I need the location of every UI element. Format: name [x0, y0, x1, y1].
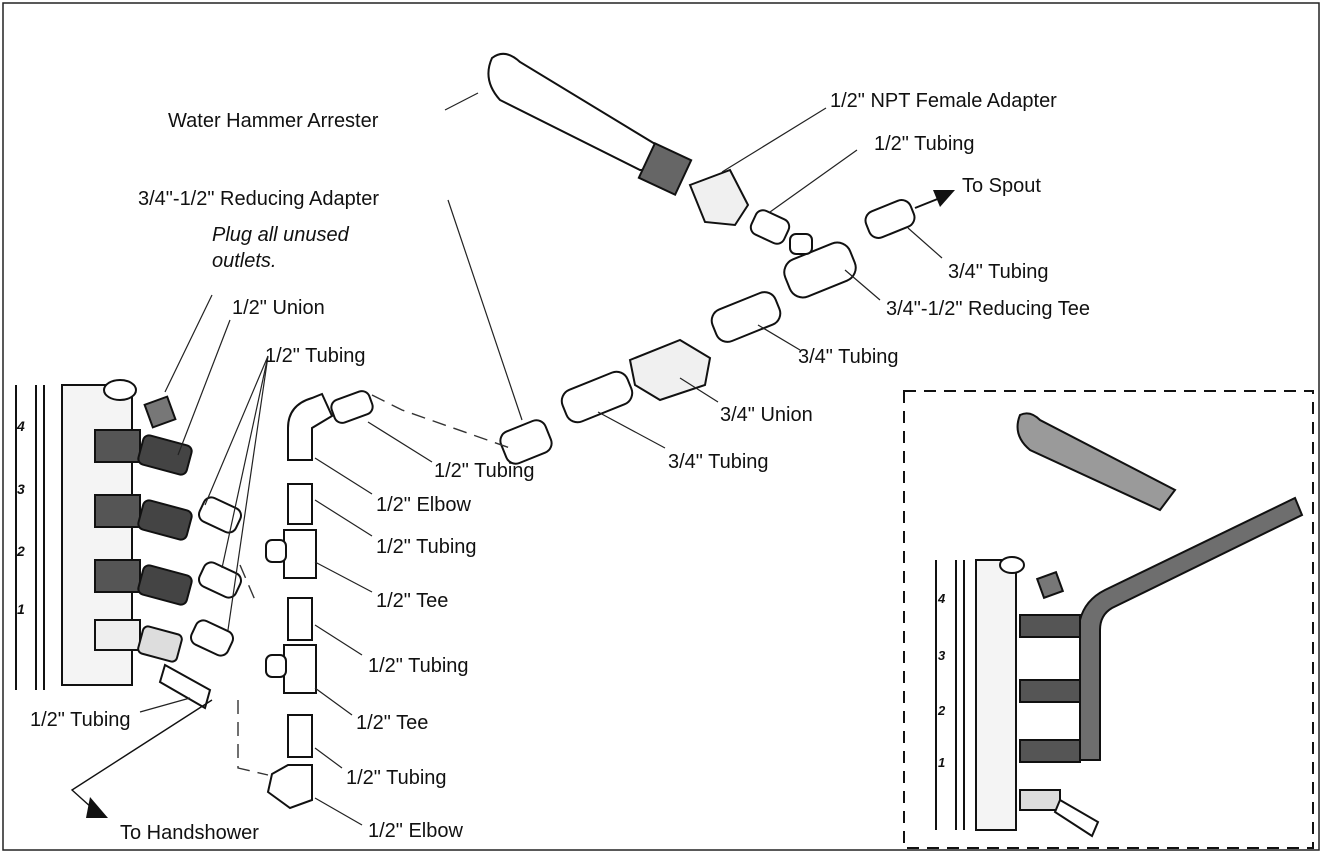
- label-tee-half-1: 1/2" Tee: [376, 590, 449, 612]
- label-reducing-adapter: 3/4"-1/2" Reducing Adapter: [138, 188, 380, 210]
- valve-number-1: 1: [17, 601, 25, 617]
- label-tubing-half-elbow-in: 1/2" Tubing: [434, 460, 535, 482]
- inset-valve-number-1: 1: [938, 755, 946, 770]
- label-to-handshower: To Handshower: [120, 822, 259, 844]
- label-tubing-half-group: 1/2" Tubing: [265, 345, 366, 367]
- label-plug-note-line2: outlets.: [212, 250, 277, 272]
- assembled-inset: [903, 390, 1314, 849]
- label-reducing-tee: 3/4"-1/2" Reducing Tee: [886, 298, 1090, 320]
- valve-body: [15, 379, 212, 710]
- valve-number-2: 2: [17, 543, 25, 559]
- inset-valve-number-2: 2: [938, 703, 946, 718]
- label-to-spout: To Spout: [962, 175, 1041, 197]
- label-water-hammer-arrester: Water Hammer Arrester: [168, 110, 379, 132]
- loose-tubing-pieces: [190, 496, 242, 657]
- inset-valve-number-3: 3: [938, 648, 946, 663]
- label-plug-note-line1: Plug all unused: [212, 224, 349, 246]
- valve-number-3: 3: [17, 481, 25, 497]
- label-tubing-3q-mid: 3/4" Tubing: [798, 346, 899, 368]
- label-tubing-half-2: 1/2" Tubing: [376, 536, 477, 558]
- label-union-half: 1/2" Union: [232, 297, 325, 319]
- label-elbow-half-bottom: 1/2" Elbow: [368, 820, 463, 842]
- label-union-3q: 3/4" Union: [720, 404, 813, 426]
- label-tubing-3q-low: 3/4" Tubing: [668, 451, 769, 473]
- label-npt-female-adapter: 1/2" NPT Female Adapter: [830, 90, 1057, 112]
- label-tubing-half-top: 1/2" Tubing: [874, 133, 975, 155]
- label-elbow-half-top: 1/2" Elbow: [376, 494, 471, 516]
- plug-icon: [143, 395, 177, 429]
- label-tubing-3q-right: 3/4" Tubing: [948, 261, 1049, 283]
- label-tee-half-2: 1/2" Tee: [356, 712, 429, 734]
- label-tubing-half-3: 1/2" Tubing: [368, 655, 469, 677]
- leader-lines: [139, 92, 943, 826]
- label-tubing-half-4: 1/2" Tubing: [346, 767, 447, 789]
- valve-number-4: 4: [17, 418, 25, 434]
- inset-valve-number-4: 4: [938, 591, 946, 606]
- label-tubing-half-left: 1/2" Tubing: [30, 709, 131, 731]
- vertical-stack: [265, 390, 374, 810]
